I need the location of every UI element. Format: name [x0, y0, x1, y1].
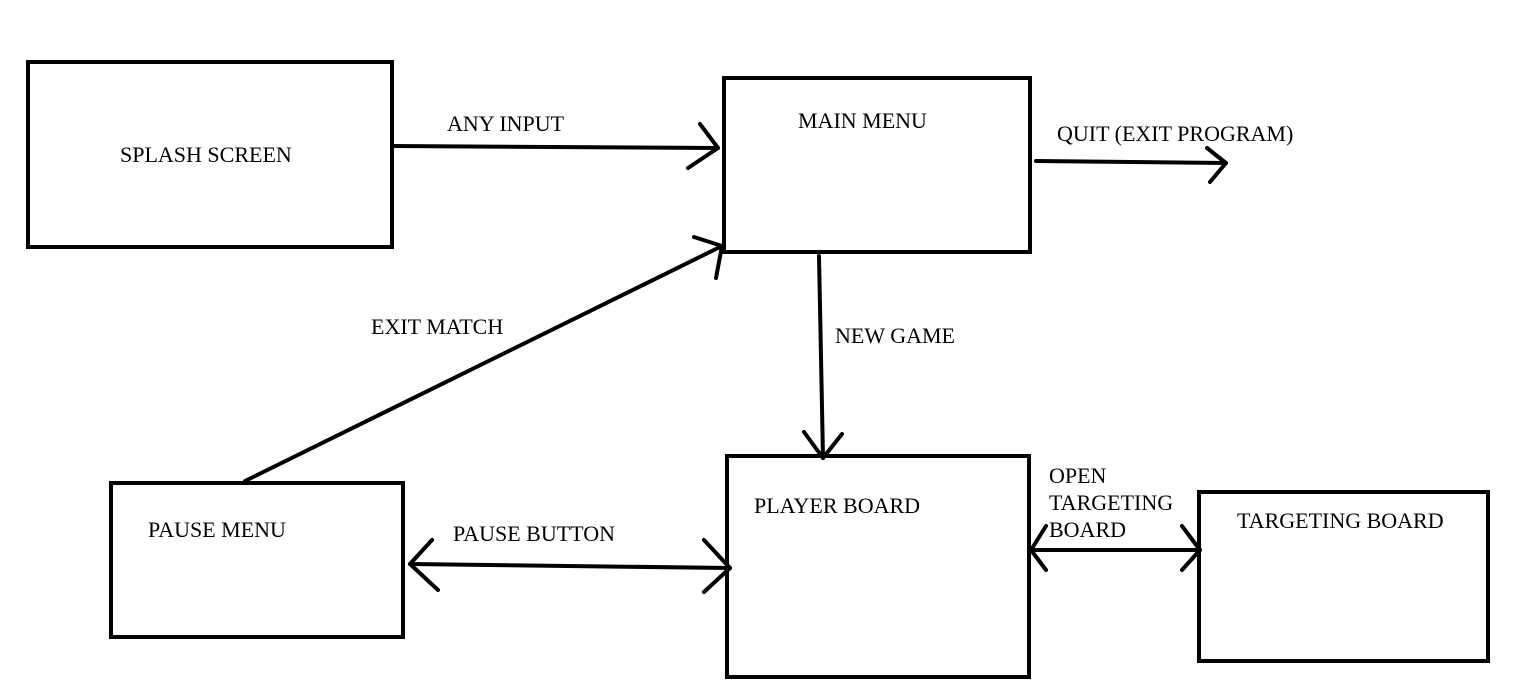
edge-quit-line	[1034, 159, 1228, 165]
edge-quit-label: QUIT (EXIT PROGRAM)	[1057, 121, 1293, 146]
node-targeting-board-label: TARGETING BOARD	[1237, 508, 1444, 533]
edge-open-targeting-board: OPEN TARGETING BOARD	[1029, 463, 1202, 572]
node-player-board-label: PLAYER BOARD	[754, 493, 920, 518]
node-targeting-board: TARGETING BOARD	[1197, 490, 1490, 663]
edge-open-targeting-board-label-line1: OPEN	[1049, 463, 1107, 488]
edge-any-input-line	[390, 144, 720, 150]
node-pause-menu-label: PAUSE MENU	[148, 517, 286, 542]
node-player-board: PLAYER BOARD	[725, 454, 1031, 679]
edge-any-input: ANY INPUT	[390, 111, 720, 170]
edge-pause-button-label: PAUSE BUTTON	[453, 521, 615, 546]
edge-new-game-line	[817, 254, 825, 460]
edge-open-targeting-board-arrowhead-right	[1180, 524, 1202, 572]
edge-exit-match-line	[243, 244, 724, 483]
edge-quit: QUIT (EXIT PROGRAM)	[1034, 121, 1293, 184]
edge-quit-arrowhead	[1205, 146, 1228, 184]
node-main-menu-label: MAIN MENU	[798, 108, 927, 133]
edge-any-input-label: ANY INPUT	[447, 111, 565, 136]
edge-pause-button-line	[408, 562, 732, 570]
edge-pause-button-arrowhead-left	[408, 538, 440, 592]
node-main-menu: MAIN MENU	[722, 76, 1032, 254]
edge-exit-match-arrowhead	[692, 235, 724, 280]
edge-new-game: NEW GAME	[802, 254, 955, 460]
edge-open-targeting-board-label-line3: BOARD	[1049, 517, 1126, 542]
edge-new-game-arrowhead	[802, 430, 844, 460]
edge-open-targeting-board-label: OPEN TARGETING BOARD	[1049, 463, 1179, 542]
edge-pause-button-arrowhead-right	[702, 538, 732, 594]
edge-pause-button: PAUSE BUTTON	[408, 521, 732, 594]
edge-exit-match-label: EXIT MATCH	[371, 314, 503, 339]
edge-new-game-label: NEW GAME	[835, 323, 955, 348]
node-splash-screen: SPLASH SCREEN	[26, 60, 394, 249]
edge-exit-match: EXIT MATCH	[243, 235, 724, 483]
edge-any-input-arrowhead	[686, 122, 720, 170]
node-pause-menu: PAUSE MENU	[109, 481, 405, 639]
node-splash-screen-label: SPLASH SCREEN	[120, 142, 292, 167]
edge-open-targeting-board-label-line2: TARGETING	[1049, 490, 1173, 515]
edge-open-targeting-board-arrowhead-left	[1029, 524, 1048, 572]
